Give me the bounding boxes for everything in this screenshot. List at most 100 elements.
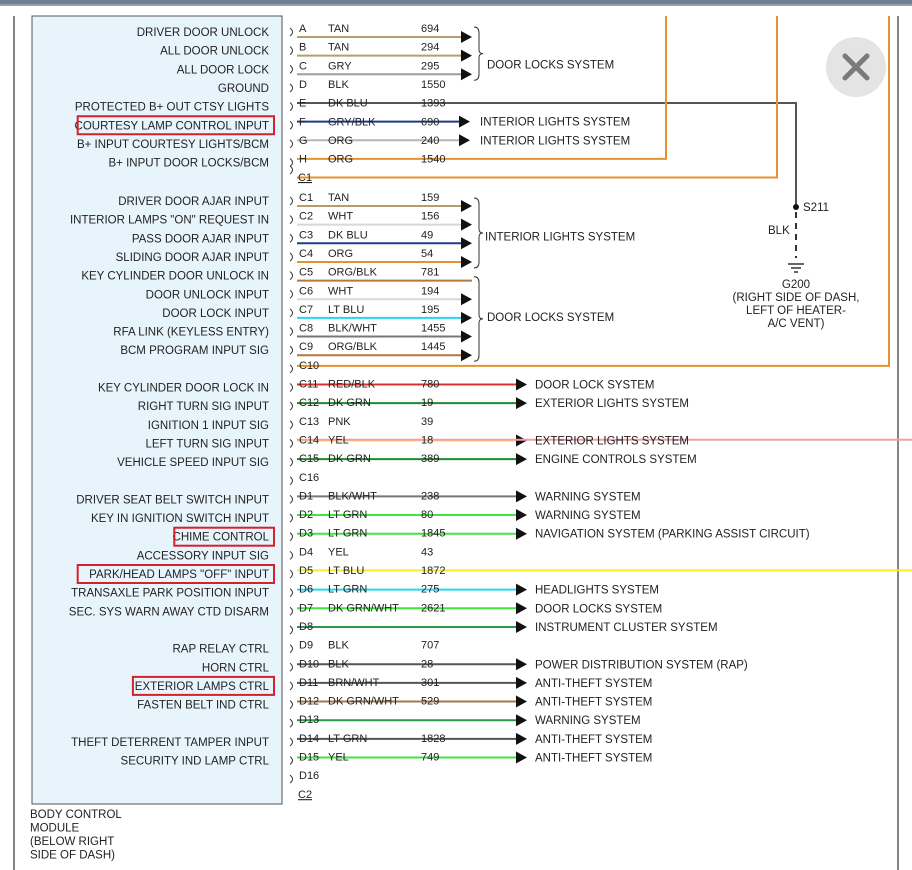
connector-cavity-c2-d15 [289, 756, 293, 765]
arrow-c2-d10 [516, 658, 527, 671]
circuit-number-c2-c14: 18 [421, 434, 433, 446]
connector-cavity-c2-d5 [289, 569, 293, 579]
connector-cavity-c1-h [289, 158, 293, 167]
system-d10: POWER DISTRIBUTION SYSTEM (RAP) [535, 659, 748, 671]
circuit-number-c2-c11: 780 [421, 379, 439, 391]
system-d1: WARNING SYSTEM [535, 491, 641, 503]
circuit-number-c2-c5: 781 [421, 267, 439, 279]
wire-color-c2-c8: BLK/WHT [328, 323, 377, 335]
wire-color-c1-e: DK BLU [328, 98, 368, 110]
connector-cavity-c2-c4 [289, 252, 293, 262]
pin-id-c1-f: F [299, 116, 306, 128]
system-d8: INSTRUMENT CLUSTER SYSTEM [535, 622, 718, 634]
brace-door-locks-1 [473, 26, 484, 81]
wire-color-c1-b: TAN [328, 42, 349, 54]
wire-color-c2-d9: BLK [328, 640, 349, 652]
module-label-line-4: SIDE OF DASH) [30, 850, 115, 862]
connector-cavity-c2-d2 [289, 513, 293, 523]
circuit-number-c2-d10: 28 [421, 658, 433, 670]
circuit-number-c2-d9: 707 [421, 640, 439, 652]
circuit-number-c2-d6: 275 [421, 584, 439, 596]
circuit-number-c2-d5: 1872 [421, 565, 445, 577]
arrow-c1-b [461, 49, 472, 62]
connector-cavity-c1-end [289, 165, 293, 175]
connector-cavity-c1-d [289, 83, 293, 93]
pin-id-c1-a: A [299, 23, 307, 35]
circuit-number-c1-f: 690 [421, 116, 439, 128]
pin-id-c2-d2: D2 [299, 509, 313, 521]
arrow-c1-c [461, 68, 472, 81]
connector-cavity-c2-c11 [289, 383, 293, 392]
wire-color-c1-c: GRY [328, 60, 352, 72]
pin-label-c2-c6: DOOR UNLOCK INPUT [146, 289, 269, 301]
system-d11: ANTI-THEFT SYSTEM [535, 678, 652, 690]
pin-label-c1-c: ALL DOOR LOCK [177, 64, 270, 76]
pin-label-c2-d1: DRIVER SEAT BELT SWITCH INPUT [76, 494, 269, 506]
pin-id-c2-d5: D5 [299, 565, 313, 577]
wire-color-c2-c7: LT BLU [328, 304, 364, 316]
close-button[interactable] [826, 37, 886, 97]
arrow-c2-c15 [516, 453, 527, 466]
wire-c1-g [297, 16, 667, 160]
arrow-c2-c4 [461, 255, 472, 268]
pin-label-c2-d9: RAP RELAY CTRL [172, 644, 269, 656]
wire-color-c2-c6: WHT [328, 285, 353, 297]
pin-id-c2-d10: D10 [299, 658, 319, 670]
pin-id-c2-d13: D13 [299, 714, 319, 726]
pin-label-c2-d5: PARK/HEAD LAMPS "OFF" INPUT [89, 569, 269, 581]
connector-cavity-c1-c [289, 64, 293, 74]
arrow-c1-f [459, 134, 470, 147]
arrow-c2-c6 [461, 293, 472, 306]
connector-cavity-c2-c8 [289, 327, 293, 336]
wire-color-c1-g: ORG [328, 135, 353, 147]
connector-cavity-c2-d14 [289, 737, 293, 747]
pin-label-c2-d11: EXTERIOR LAMPS CTRL [135, 681, 270, 693]
splice-wire-color: BLK [768, 225, 790, 237]
pin-id-c2-c12: C12 [299, 397, 319, 409]
wire-c2-c9-loop [297, 16, 890, 367]
pin-label-c2-c4: SLIDING DOOR AJAR INPUT [116, 252, 269, 264]
system-d13: WARNING SYSTEM [535, 715, 641, 727]
pin-label-c2-c12: RIGHT TURN SIG INPUT [138, 401, 269, 413]
connector-cavity-c2-c13 [289, 420, 293, 430]
connector-cavity-c2-d13 [289, 718, 293, 728]
circuit-number-c2-d4: 43 [421, 546, 433, 558]
wire-color-c2-c2: WHT [328, 211, 353, 223]
connector-cavity-c2-c5 [289, 271, 293, 280]
ground-icon [788, 263, 804, 273]
pin-label-c2-c15: VEHICLE SPEED INPUT SIG [117, 457, 269, 469]
splice-name: S211 [803, 202, 829, 214]
wire-color-c1-d: BLK [328, 79, 349, 91]
wire-color-c2-c15: DK GRN [328, 453, 371, 465]
connector-cavity-c2-c15 [289, 457, 293, 467]
wire-color-c2-d5: LT BLU [328, 565, 364, 577]
system-d3: NAVIGATION SYSTEM (PARKING ASSIST CIRCUI… [535, 529, 810, 541]
pin-label-c2-c13: IGNITION 1 INPUT SIG [148, 420, 269, 432]
connector-cavity-c2-c3 [289, 233, 293, 243]
circuit-number-c2-c13: 39 [421, 416, 433, 428]
pin-id-c2-d3: D3 [299, 528, 313, 540]
pin-label-c1-a: DRIVER DOOR UNLOCK [137, 27, 270, 39]
pin-id-c2-c7: C7 [299, 304, 313, 316]
circuit-number-c2-d1: 238 [421, 490, 439, 502]
pin-id-c2-d6: D6 [299, 584, 313, 596]
circuit-number-c2-c9: 1445 [421, 341, 445, 353]
splice-dot [793, 204, 799, 210]
system-d16: ANTI-THEFT SYSTEM [535, 753, 652, 765]
arrow-c2-d1 [516, 490, 527, 503]
module-label-line-2: MODULE [30, 823, 80, 835]
wire-color-c2-c12: DK GRN [328, 397, 371, 409]
connector-cavity-c2-d7 [289, 606, 293, 616]
brace-door-locks-2 [473, 276, 484, 362]
module-label-line-3: (BELOW RIGHT [30, 836, 114, 848]
wire-color-c2-c11: RED/BLK [328, 379, 376, 391]
pin-label-c2-d7: SEC. SYS WARN AWAY CTD DISARM [69, 606, 269, 618]
arrow-c2-d2 [516, 509, 527, 522]
highlight-box-c2-d3 [173, 526, 275, 547]
circuit-number-c2-c12: 19 [421, 397, 433, 409]
pin-id-c2-c5: C5 [299, 267, 313, 279]
brace-interior-lights-2 [473, 197, 484, 269]
system-d12: ANTI-THEFT SYSTEM [535, 697, 652, 709]
connector-cavity-c2-d16 [289, 774, 293, 784]
arrow-c2-d12 [516, 695, 527, 708]
